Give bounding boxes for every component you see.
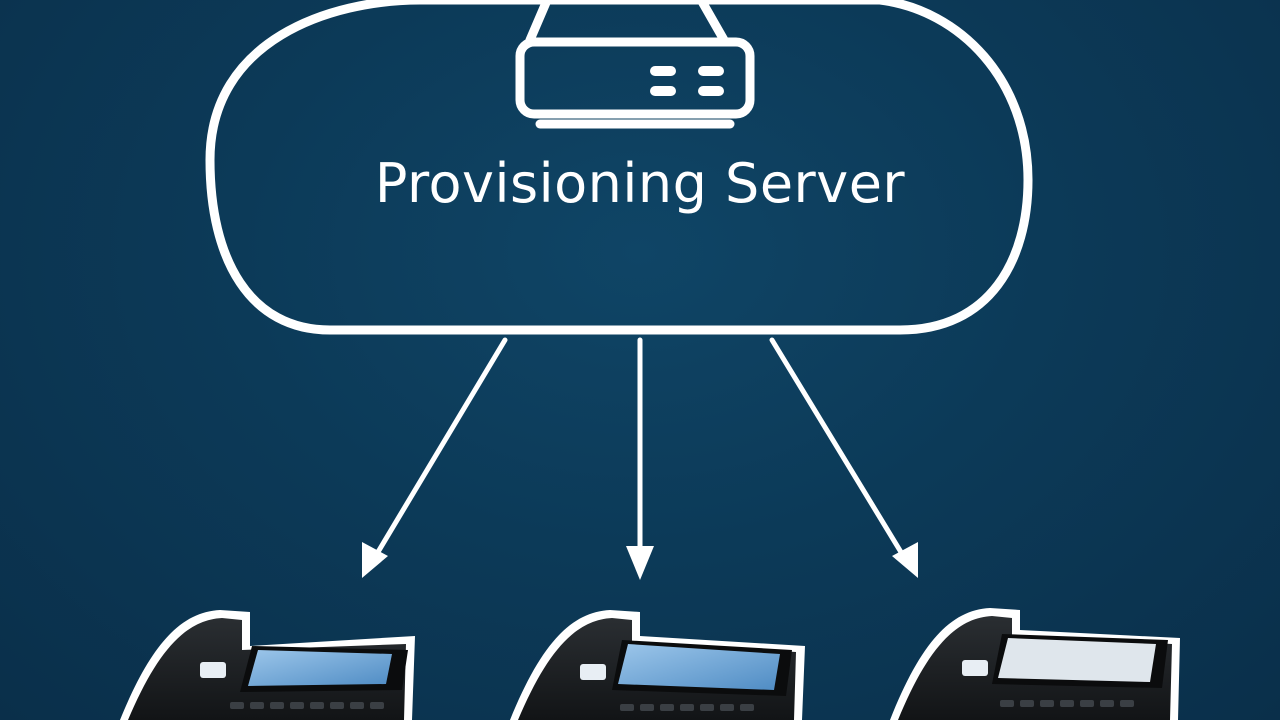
ip-desk-phone-icon [120, 610, 415, 720]
server-label: Provisioning Server [374, 152, 906, 215]
cloud-shape [205, 0, 1033, 335]
arrow-center [626, 337, 654, 580]
server-icon [515, 0, 755, 129]
arrow-right [769, 337, 918, 578]
ip-desk-phone-icon [890, 608, 1180, 720]
arrow-left [362, 337, 508, 578]
ip-desk-phone-icon [510, 610, 805, 720]
